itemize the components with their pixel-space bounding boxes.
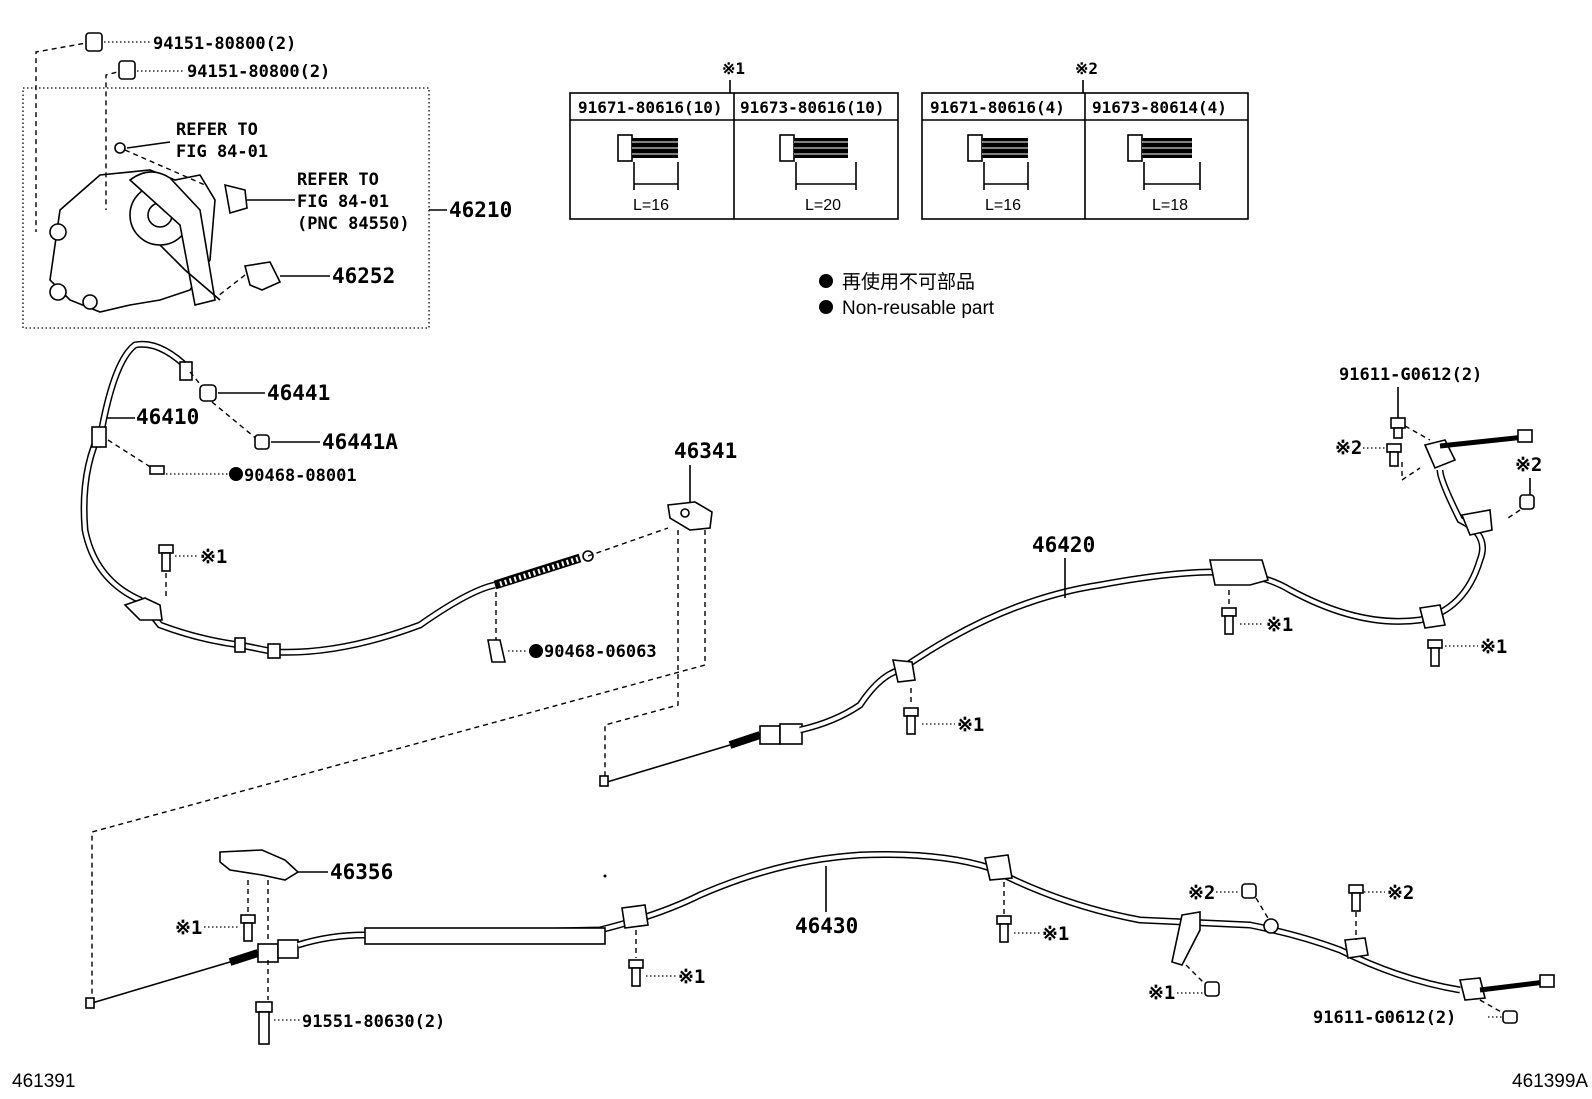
diagram-id-left: 461391 [12,1071,75,1092]
label-90468-06063: 90468-06063 [544,642,657,662]
pedal-assembly: 94151-80800(2) 94151-80800(2) REFER TO F… [22,32,512,329]
label-mark1-d: ※1 [957,714,984,736]
label-46356: 46356 [330,860,393,884]
bolt-icon [1502,1010,1518,1024]
label-mark2-a: ※2 [1335,437,1362,459]
cable-sleeve [364,927,606,945]
cable-fitting [179,361,193,381]
legend: 再使用不可部品 Non-reusable part [819,271,995,319]
label-nut-a: 94151-80800(2) [153,34,296,54]
cable-bracket [123,597,163,621]
grommet-icon [199,384,217,402]
bolt-icon [1519,494,1535,510]
cable-clip [621,904,649,929]
table-1-col-2-length: L=20 [805,197,841,214]
bolt-icon [1221,607,1237,617]
cable-bracket [1209,559,1270,586]
label-mark1-g: ※1 [1042,923,1069,945]
bolt-icon [628,959,644,969]
label-mark1-c: ※1 [1480,636,1507,658]
non-reusable-dot-icon [529,644,543,658]
diagram-id-right: 461399A [1512,1071,1588,1092]
table-1-col-2-part: 91673-80616(10) [740,98,885,117]
label-46441: 46441 [267,381,330,405]
bolt-table-2: ※2 91671-80616(4) 91673-80614(4) L=16 [921,59,1249,220]
clip-icon [487,639,507,663]
bolt-icon [1204,981,1220,997]
label-46441a: 46441A [322,430,398,454]
cable-fitting [91,426,107,448]
legend-jp: 再使用不可部品 [842,271,975,293]
bolt-icon [1386,443,1402,453]
table-2-col-1-part: 91671-80616(4) [930,98,1065,117]
non-reusable-dot-icon [819,300,833,314]
bolt-icon [158,544,174,554]
table-1-mark: ※1 [722,59,745,78]
label-46420: 46420 [1032,533,1095,557]
label-mark2-b: ※2 [1515,454,1542,476]
cable-clip [984,854,1013,881]
bracket-46356-icon [219,849,300,881]
table-2-mark: ※2 [1075,59,1098,78]
label-46210: 46210 [449,198,512,222]
label-46430: 46430 [795,914,858,938]
legend-en: Non-reusable part [842,298,995,319]
bolt-table-1: ※1 91671-80616(10) 91673-80616(10) L=16 [569,59,899,220]
bolt-icon [903,707,919,717]
label-mark1-b: ※1 [1266,614,1293,636]
bolt-icon [1427,639,1443,649]
label-refer-2-l1: REFER TO [297,170,379,190]
label-mark1-e: ※1 [175,917,202,939]
bolt-icon-l16 [617,134,679,190]
label-91611-top: 91611-G0612(2) [1339,365,1482,385]
label-90468-08001: 90468-08001 [244,466,357,486]
cable-bracket [1419,604,1446,629]
table-2-col-2-part: 91673-80614(4) [1092,98,1227,117]
front-cable-46410: ※1 46441 46441A 46410 90468-08001 90468-… [80,340,737,1003]
table-2-col-1-length: L=16 [985,197,1021,214]
cable-clip [891,659,916,683]
clip-icon [254,434,270,450]
bolt-icon [996,915,1012,925]
label-nut-b: 94151-80800(2) [187,62,330,82]
cable-bracket [1171,911,1201,966]
label-91611-bottom: 91611-G0612(2) [1313,1008,1456,1028]
bolt-icon-l16-b [967,134,1029,190]
rear-cable-46420: 46420 ※1 ※1 ※1 91611-G0612(2) ※2 ※2 [599,365,1542,787]
table-1-col-1-part: 91671-80616(10) [578,98,723,117]
bolt-icon [1348,884,1364,894]
table-2-col-2-length: L=18 [1152,197,1188,214]
table-1-col-1-length: L=16 [633,197,669,214]
equalizer-icon [667,501,713,531]
pin-icon [149,465,165,475]
label-46341: 46341 [674,439,737,463]
label-refer-1-l2: FIG 84-01 [176,142,268,162]
label-mark1-h: ※1 [1148,982,1175,1004]
label-refer-1-l1: REFER TO [176,120,258,140]
bolt-icon-l20 [779,134,857,190]
label-mark2-c: ※2 [1188,882,1215,904]
non-reusable-dot-icon [819,274,833,288]
bolt-icon [1241,883,1257,899]
nut-icon [85,32,103,52]
nut-icon [118,60,136,80]
bolt-icon [1390,417,1406,429]
label-mark2-d: ※2 [1387,882,1414,904]
label-91551: 91551-80630(2) [302,1012,445,1032]
label-mark1-f: ※1 [678,966,705,988]
label-refer-2-l2: FIG 84-01 [297,192,389,212]
rear-cable-46430: 46356 ※1 91551-80630(2) ※1 46430 ※1 ※2 [85,849,1555,1045]
bolt-icon-l18 [1127,134,1201,190]
non-reusable-dot-icon [229,467,243,481]
bolt-icon [255,1001,273,1013]
label-refer-2-l3: (PNC 84550) [297,214,410,234]
cable-bracket [1344,937,1369,959]
bolt-icon [240,914,256,924]
label-46410: 46410 [136,405,199,429]
label-mark1-a: ※1 [200,546,227,568]
label-46252: 46252 [332,264,395,288]
